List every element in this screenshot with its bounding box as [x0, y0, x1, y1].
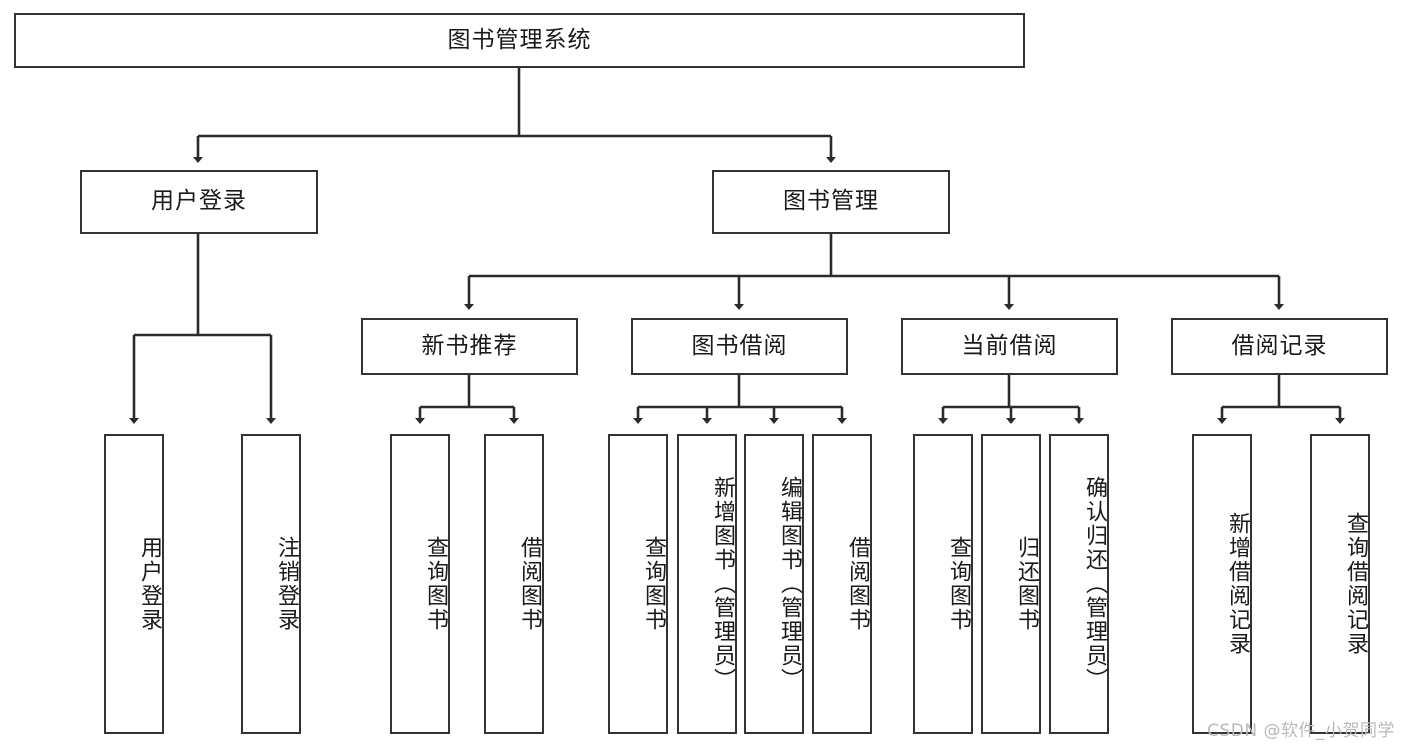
node-current-borrow-label: 当前借阅 [961, 332, 1058, 359]
leaf-edit-book[interactable]: 编辑图书（管理员） [744, 434, 804, 734]
leaf-borrow-book-1-label: 借阅图书 [517, 536, 542, 632]
node-book-borrow-label: 图书借阅 [691, 332, 788, 359]
watermark: CSDN @软件_小贺同学 [1207, 721, 1395, 741]
leaf-confirm-return-label: 确认归还（管理员） [1082, 476, 1107, 692]
node-user-login[interactable]: 用户登录 [80, 170, 318, 234]
leaf-query-record[interactable]: 查询借阅记录 [1310, 434, 1370, 734]
leaf-add-book[interactable]: 新增图书（管理员） [677, 434, 737, 734]
leaf-query-book-3-label: 查询图书 [946, 536, 971, 632]
leaf-add-record[interactable]: 新增借阅记录 [1192, 434, 1252, 734]
node-book-manage[interactable]: 图书管理 [712, 170, 950, 234]
leaf-query-book-2-label: 查询图书 [641, 536, 666, 632]
node-root[interactable]: 图书管理系统 [14, 13, 1025, 68]
leaf-query-book-3[interactable]: 查询图书 [913, 434, 973, 734]
leaf-query-book-1-label: 查询图书 [423, 536, 448, 632]
node-borrow-record[interactable]: 借阅记录 [1171, 318, 1388, 375]
leaf-return-book[interactable]: 归还图书 [981, 434, 1041, 734]
leaf-borrow-book-2[interactable]: 借阅图书 [812, 434, 872, 734]
leaf-borrow-book-1[interactable]: 借阅图书 [484, 434, 544, 734]
leaf-add-record-label: 新增借阅记录 [1225, 512, 1250, 656]
node-borrow-record-label: 借阅记录 [1231, 332, 1328, 359]
node-book-borrow[interactable]: 图书借阅 [631, 318, 848, 375]
node-current-borrow[interactable]: 当前借阅 [901, 318, 1118, 375]
node-new-book-recommend-label: 新书推荐 [421, 332, 518, 359]
node-user-login-label: 用户登录 [151, 188, 247, 215]
leaf-borrow-book-2-label: 借阅图书 [845, 536, 870, 632]
node-root-label: 图书管理系统 [447, 26, 592, 53]
node-book-manage-label: 图书管理 [783, 188, 879, 215]
leaf-logout-label: 注销登录 [274, 536, 299, 632]
leaf-return-book-label: 归还图书 [1014, 536, 1039, 632]
node-new-book-recommend[interactable]: 新书推荐 [361, 318, 578, 375]
leaf-query-book-2[interactable]: 查询图书 [608, 434, 668, 734]
leaf-add-book-label: 新增图书（管理员） [710, 476, 735, 692]
leaf-user-login-label: 用户登录 [137, 536, 162, 632]
leaf-logout[interactable]: 注销登录 [241, 434, 301, 734]
leaf-edit-book-label: 编辑图书（管理员） [777, 476, 802, 692]
leaf-confirm-return[interactable]: 确认归还（管理员） [1049, 434, 1109, 734]
leaf-query-record-label: 查询借阅记录 [1343, 512, 1368, 656]
leaf-query-book-1[interactable]: 查询图书 [390, 434, 450, 734]
leaf-user-login[interactable]: 用户登录 [104, 434, 164, 734]
